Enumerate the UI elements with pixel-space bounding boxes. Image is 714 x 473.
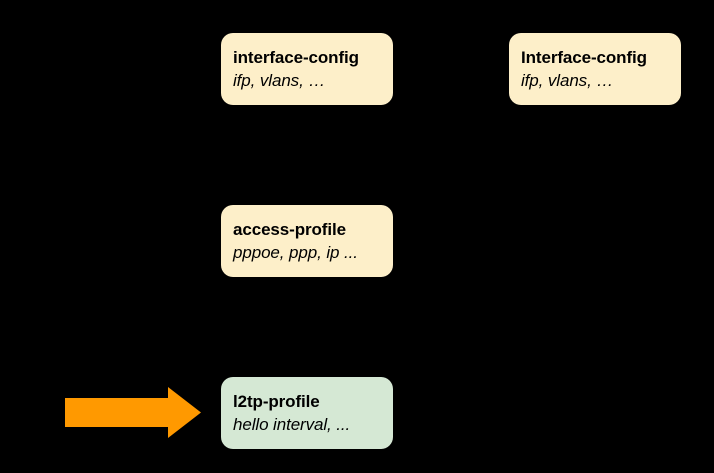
node-title: Interface-config (521, 47, 647, 67)
node-l2tp-profile[interactable]: l2tp-profile hello interval, ... (221, 377, 393, 449)
node-subtitle: pppoe, ppp, ip ... (233, 242, 358, 262)
node-title: access-profile (233, 219, 346, 239)
node-interface-config-right[interactable]: Interface-config ifp, vlans, … (509, 33, 681, 105)
node-title: interface-config (233, 47, 359, 67)
node-subtitle: ifp, vlans, … (233, 70, 326, 90)
node-title: l2tp-profile (233, 391, 320, 411)
node-interface-config-left[interactable]: interface-config ifp, vlans, … (221, 33, 393, 105)
arrow-right-icon (65, 387, 201, 438)
node-access-profile[interactable]: access-profile pppoe, ppp, ip ... (221, 205, 393, 277)
node-subtitle: hello interval, ... (233, 414, 351, 434)
pointer-arrow-wrapper (65, 387, 201, 438)
node-subtitle: ifp, vlans, … (521, 70, 614, 90)
